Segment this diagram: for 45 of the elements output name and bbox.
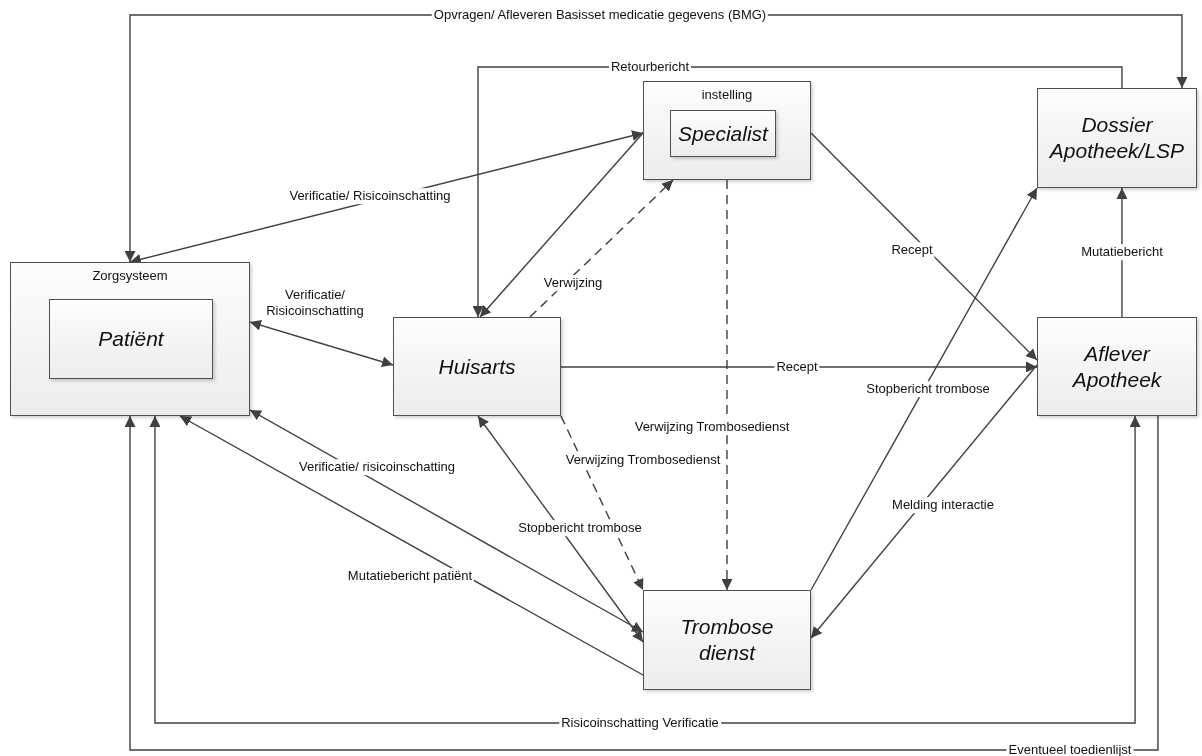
node-label: Patiënt xyxy=(98,325,164,352)
arrow xyxy=(560,415,644,591)
edge-label: Mutatiebericht patiënt xyxy=(345,568,475,584)
arrow xyxy=(249,409,644,633)
edge-label: Stopbericht trombose xyxy=(516,520,644,536)
arrow xyxy=(810,187,1038,591)
edge-label: Opvragen/ Afleveren Basisset medicatie gegevens (BMG) xyxy=(431,7,769,23)
arrow xyxy=(560,361,1038,373)
arrow xyxy=(477,415,644,643)
group-box xyxy=(643,81,811,180)
node-label: Huisarts xyxy=(438,353,516,380)
arrow xyxy=(529,179,674,318)
edge-label: Mutatiebericht xyxy=(1079,244,1165,260)
process-box xyxy=(393,317,561,416)
edge-label: Verwijzing Trombosedienst xyxy=(563,452,723,468)
arrow xyxy=(179,415,644,676)
edge-label: Verificatie/ risicoinschatting xyxy=(296,459,458,475)
process-box xyxy=(643,590,811,690)
edge-label: Verwijzing Trombosedienst xyxy=(632,419,792,435)
edge-label: Recept xyxy=(889,242,935,258)
edge-label: Stopbericht trombose xyxy=(864,381,992,397)
group-box xyxy=(10,262,250,416)
arrow xyxy=(1116,187,1128,318)
edge-label: Verificatie/ Risicoinschatting xyxy=(287,188,453,204)
arrow xyxy=(479,132,644,318)
group-title: instelling xyxy=(701,87,753,102)
node-label: Aflever Apotheek xyxy=(1071,340,1163,393)
edge-label: Eventueel toedienlijst xyxy=(1006,742,1134,756)
process-box xyxy=(670,110,776,157)
arrow xyxy=(810,364,1038,639)
process-box xyxy=(1037,88,1197,188)
edge-label: Verwijzing xyxy=(541,275,605,291)
edge-label: Risicoinschatting Verificatie xyxy=(559,715,721,731)
process-box xyxy=(1037,317,1197,416)
edge-label: Melding interactie xyxy=(890,497,996,513)
node-label: Trombose dienst xyxy=(679,613,775,666)
arrow xyxy=(472,66,1123,318)
node-label: Specialist xyxy=(678,120,768,147)
edge-label: Recept xyxy=(774,359,820,375)
arrow xyxy=(249,319,394,368)
group-title: Zorgsysteem xyxy=(92,268,168,283)
arrow xyxy=(721,179,733,591)
arrow xyxy=(810,132,1038,361)
node-label: Dossier Apotheek/LSP xyxy=(1048,111,1186,164)
process-box xyxy=(49,299,213,379)
